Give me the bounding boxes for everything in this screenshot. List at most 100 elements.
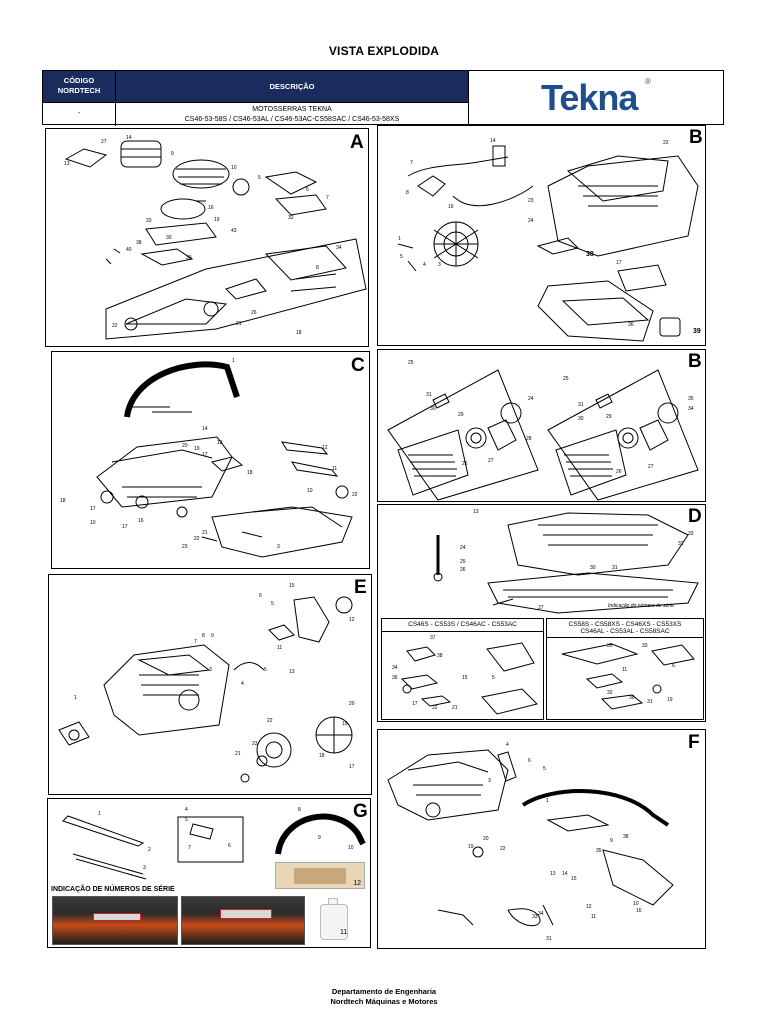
serial-number-note: Indicação do número de série xyxy=(608,603,674,609)
svg-text:6: 6 xyxy=(228,843,231,849)
page-title: VISTA EXPLODIDA xyxy=(328,44,440,58)
svg-text:27: 27 xyxy=(488,458,494,464)
svg-text:26: 26 xyxy=(251,310,257,316)
variant-box-right-caption: CS58S - CS58XS - CS46XS - CS53XS CS46AL … xyxy=(547,619,703,638)
svg-text:10: 10 xyxy=(633,901,639,907)
svg-text:33: 33 xyxy=(642,643,648,649)
svg-text:11: 11 xyxy=(277,645,282,651)
svg-text:25: 25 xyxy=(563,376,569,382)
svg-text:24: 24 xyxy=(528,396,534,402)
svg-text:30: 30 xyxy=(430,406,436,412)
svg-text:35: 35 xyxy=(607,643,613,649)
svg-text:2: 2 xyxy=(148,847,151,853)
svg-text:12: 12 xyxy=(322,445,328,451)
svg-text:17: 17 xyxy=(412,701,418,707)
svg-text:8: 8 xyxy=(406,190,409,196)
svg-text:17: 17 xyxy=(616,260,622,266)
svg-text:24: 24 xyxy=(460,545,466,551)
svg-text:32: 32 xyxy=(288,215,294,221)
svg-text:18: 18 xyxy=(60,498,66,504)
svg-text:26: 26 xyxy=(616,469,622,475)
svg-text:14: 14 xyxy=(490,138,496,144)
description-line-2: CS46-53-58S / CS46-53AL / CS46-53AC-CS58… xyxy=(184,116,400,123)
svg-text:22: 22 xyxy=(352,492,358,498)
svg-text:9: 9 xyxy=(211,633,214,639)
item-12-label: 12 xyxy=(353,880,361,887)
svg-text:16: 16 xyxy=(448,204,454,210)
variant-box-right-caption-line-1: CS58S - CS58XS - CS46XS - CS53XS xyxy=(568,621,682,628)
footer-line-2: Nordtech Máquinas e Motores xyxy=(330,997,438,1006)
serial-photo-right xyxy=(181,896,305,945)
tekna-logo: Tekna ® xyxy=(468,71,725,126)
svg-text:18: 18 xyxy=(319,753,325,759)
variant-box-right: CS58S - CS58XS - CS46XS - CS53XS CS46AL … xyxy=(546,618,704,720)
panel-e-label: E xyxy=(354,577,367,598)
svg-text:13: 13 xyxy=(217,440,223,446)
panel-d-label: D xyxy=(688,506,702,527)
svg-text:1: 1 xyxy=(74,695,77,701)
svg-text:5: 5 xyxy=(492,675,495,681)
svg-text:20: 20 xyxy=(182,443,188,449)
svg-text:9: 9 xyxy=(318,835,321,841)
svg-text:5: 5 xyxy=(271,601,274,607)
svg-text:33: 33 xyxy=(532,914,538,920)
svg-text:21: 21 xyxy=(235,751,241,757)
svg-text:14: 14 xyxy=(562,871,568,877)
svg-text:16: 16 xyxy=(138,518,144,524)
svg-text:13: 13 xyxy=(550,871,556,877)
svg-text:38: 38 xyxy=(136,240,142,246)
svg-text:23: 23 xyxy=(252,741,258,747)
svg-text:7: 7 xyxy=(188,845,191,851)
svg-text:23: 23 xyxy=(182,544,188,550)
serial-plate-right xyxy=(220,909,272,919)
svg-text:10: 10 xyxy=(348,845,354,851)
svg-text:10: 10 xyxy=(231,165,237,171)
svg-text:9: 9 xyxy=(171,151,174,157)
svg-text:18: 18 xyxy=(247,470,253,476)
svg-text:14: 14 xyxy=(126,135,132,141)
svg-text:34: 34 xyxy=(392,665,398,671)
panel-g-label: G xyxy=(353,801,368,822)
svg-text:21: 21 xyxy=(452,705,458,711)
svg-text:22: 22 xyxy=(267,718,273,724)
svg-text:7: 7 xyxy=(194,639,197,645)
svg-text:31: 31 xyxy=(612,565,618,571)
svg-text:17: 17 xyxy=(90,506,96,512)
variant-box-right-caption-line-2: CS46AL - CS53AL - CS58SAC xyxy=(580,628,670,635)
svg-text:4: 4 xyxy=(185,807,188,813)
svg-text:6: 6 xyxy=(672,663,675,669)
logo-text: Tekna xyxy=(541,77,638,118)
svg-text:38: 38 xyxy=(586,251,594,258)
svg-text:25: 25 xyxy=(460,559,466,565)
svg-text:21: 21 xyxy=(202,530,208,536)
panel-a-label: A xyxy=(350,132,364,153)
svg-text:10: 10 xyxy=(307,488,313,494)
svg-text:19: 19 xyxy=(214,217,220,223)
panel-b-top-label: B xyxy=(689,127,703,148)
svg-text:3: 3 xyxy=(277,544,280,550)
svg-text:32: 32 xyxy=(678,541,684,547)
svg-text:12: 12 xyxy=(586,904,592,910)
svg-text:3: 3 xyxy=(209,667,212,673)
svg-text:31: 31 xyxy=(546,936,552,942)
svg-text:4: 4 xyxy=(506,742,509,748)
description-value: MOTOSSERRAS TEKNA CS46-53-58S / CS46-53A… xyxy=(116,102,468,126)
svg-text:31: 31 xyxy=(578,402,584,408)
svg-text:11: 11 xyxy=(622,667,627,673)
gasket-photo: 12 xyxy=(275,862,365,889)
svg-text:6: 6 xyxy=(259,593,262,599)
svg-text:1: 1 xyxy=(398,236,401,242)
